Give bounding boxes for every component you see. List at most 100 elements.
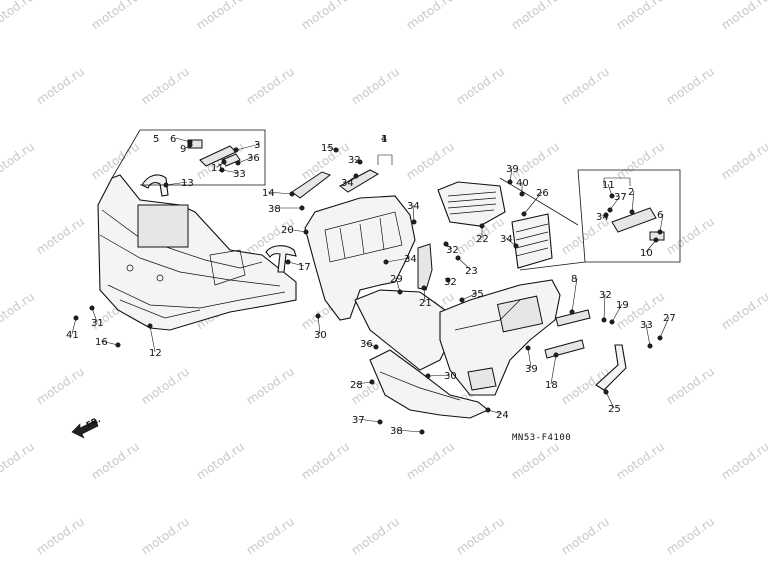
leader-line: [445, 243, 453, 250]
watermark-text: motod.ru: [559, 64, 612, 107]
callout-number: 38: [390, 426, 403, 437]
watermark-text: motod.ru: [719, 289, 768, 332]
leader-line: [353, 158, 361, 163]
callout-number: 12: [149, 348, 162, 359]
leader-line: [611, 303, 623, 323]
leader-lines: [71, 137, 670, 433]
watermark-text: motod.ru: [719, 139, 768, 182]
callout-number: 29: [390, 274, 403, 285]
watermark-text: motod.ru: [194, 439, 247, 482]
watermark-text: motod.ru: [34, 514, 87, 557]
callout-number: 3: [254, 140, 260, 151]
watermark-text: motod.ru: [139, 64, 192, 107]
watermark-text: motod.ru: [349, 64, 402, 107]
leader-line: [385, 257, 411, 263]
callout-number: 30: [444, 371, 457, 382]
watermark-text: motod.ru: [194, 0, 247, 32]
leader-line: [605, 391, 615, 409]
leader-line: [609, 195, 621, 211]
leader-line: [357, 418, 381, 423]
part-18-strip: [544, 339, 585, 359]
inset-box-right: [578, 169, 681, 263]
watermark-text: motod.ru: [404, 139, 457, 182]
callout-number: 4: [381, 134, 387, 145]
callout-number: 24: [496, 410, 509, 421]
leader-line: [659, 316, 670, 339]
callout-number: 34: [404, 254, 417, 265]
callout-number: 21: [419, 298, 432, 309]
leader-line: [346, 175, 357, 183]
callout-number: 19: [616, 300, 629, 311]
callout-number: 34: [407, 201, 420, 212]
part-26-vent: [511, 213, 553, 269]
leader-line: [395, 277, 401, 293]
leader-line: [603, 293, 606, 321]
callout-number: 32: [446, 245, 459, 256]
part-22-vent: [437, 181, 506, 227]
watermark-text: motod.ru: [664, 514, 717, 557]
watermark-text: motod.ru: [0, 289, 37, 332]
callout-number: 13: [181, 178, 194, 189]
watermark-text: motod.ru: [89, 0, 142, 32]
watermark-text: motod.ru: [719, 0, 768, 32]
leader-line: [235, 143, 261, 151]
callout-number: 37: [614, 192, 627, 203]
callout-number: 9: [180, 144, 186, 155]
callout-number: 11: [602, 180, 615, 191]
watermark-text: motod.ru: [244, 64, 297, 107]
watermark-text: motod.ru: [454, 514, 507, 557]
leader-line: [659, 213, 664, 233]
leader-line: [317, 315, 321, 335]
callout-number: 30: [314, 330, 327, 341]
leader-line: [423, 287, 426, 303]
watermark-text: motod.ru: [454, 64, 507, 107]
leader-line: [175, 137, 191, 143]
watermark-text: motod.ru: [559, 514, 612, 557]
callout-number: 27: [663, 313, 676, 324]
leader-line: [457, 257, 472, 271]
part-21-bracket: [417, 243, 433, 291]
leader-line: [287, 261, 305, 267]
callout-number: 39: [506, 164, 519, 175]
callout-number: 20: [281, 225, 294, 236]
callout-number: 26: [536, 188, 549, 199]
inset-box-top: [140, 129, 266, 186]
leader-line: [645, 239, 657, 253]
callout-number: 34: [596, 212, 609, 223]
watermark-text: motod.ru: [0, 139, 37, 182]
leader-line: [216, 161, 225, 168]
callout-number: 17: [298, 262, 311, 273]
callout-number: 39: [525, 364, 538, 375]
watermark-text: motod.ru: [34, 364, 87, 407]
watermark-text: motod.ru: [139, 514, 192, 557]
leader-line: [427, 374, 451, 377]
leader-line: [71, 317, 77, 335]
callout-number: 32: [444, 277, 457, 288]
watermark-text: motod.ru: [34, 64, 87, 107]
callout-number: 8: [571, 274, 577, 285]
watermark-text: motod.ru: [299, 439, 352, 482]
front-direction-arrow: FR.: [71, 415, 102, 439]
watermark-text: motod.ru: [664, 214, 717, 257]
leader-line: [91, 307, 98, 323]
callout-number: 5: [153, 134, 159, 145]
watermark-text: motod.ru: [614, 0, 667, 32]
part-2-reflector: [611, 207, 657, 233]
callout-number: 33: [640, 320, 653, 331]
inner-panel-center: [304, 195, 416, 321]
callout-number: 37: [352, 415, 365, 426]
callout-number: 1: [381, 134, 387, 145]
watermark-text: motod.ru: [404, 439, 457, 482]
watermark-text: motod.ru: [509, 0, 562, 32]
callout-number: 2: [628, 187, 634, 198]
part-34-strip: [339, 169, 380, 193]
leader-line: [395, 429, 423, 433]
leader-line: [527, 347, 532, 369]
watermark-text: motod.ru: [0, 439, 37, 482]
callout-number: 41: [66, 330, 79, 341]
leader-line: [505, 237, 517, 247]
leader-line: [509, 167, 513, 183]
callout-number: 14: [262, 188, 275, 199]
callout-number: 35: [471, 289, 484, 300]
part-7-strip: [555, 309, 591, 327]
